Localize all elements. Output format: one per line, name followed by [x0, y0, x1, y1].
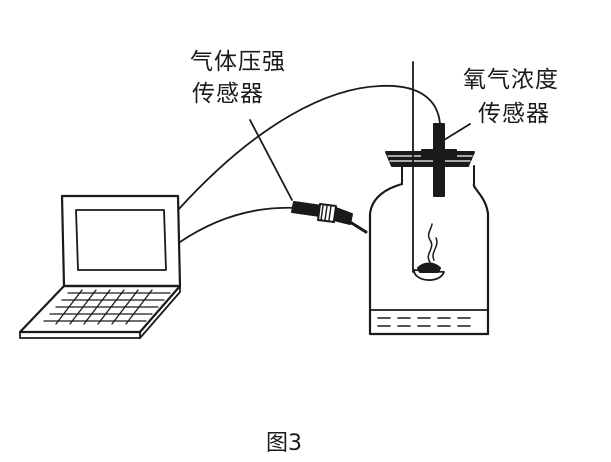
pressure-sensor-label-line2: 传感器	[192, 81, 264, 107]
keyboard-keys	[43, 289, 171, 325]
gas-jar	[368, 165, 490, 336]
cable-to-pressure-sensor	[179, 206, 299, 243]
smoke	[427, 223, 438, 263]
oxygen-sensor-label-line2: 传感器	[478, 101, 550, 127]
oxygen-sensor-probe	[421, 123, 457, 197]
laptop	[18, 194, 182, 339]
combustion-spoon	[413, 262, 445, 281]
figure-caption: 图3	[266, 431, 302, 456]
cable-to-oxygen-sensor	[177, 85, 441, 211]
oxygen-sensor-pointer	[443, 123, 471, 141]
pressure-sensor-pointer	[249, 119, 293, 201]
pressure-sensor-label-line1: 气体压强	[190, 49, 286, 75]
pressure-sensor-probe	[291, 201, 368, 234]
oxygen-sensor-label-line1: 氧气浓度	[463, 67, 559, 93]
water-dashes	[377, 317, 471, 327]
